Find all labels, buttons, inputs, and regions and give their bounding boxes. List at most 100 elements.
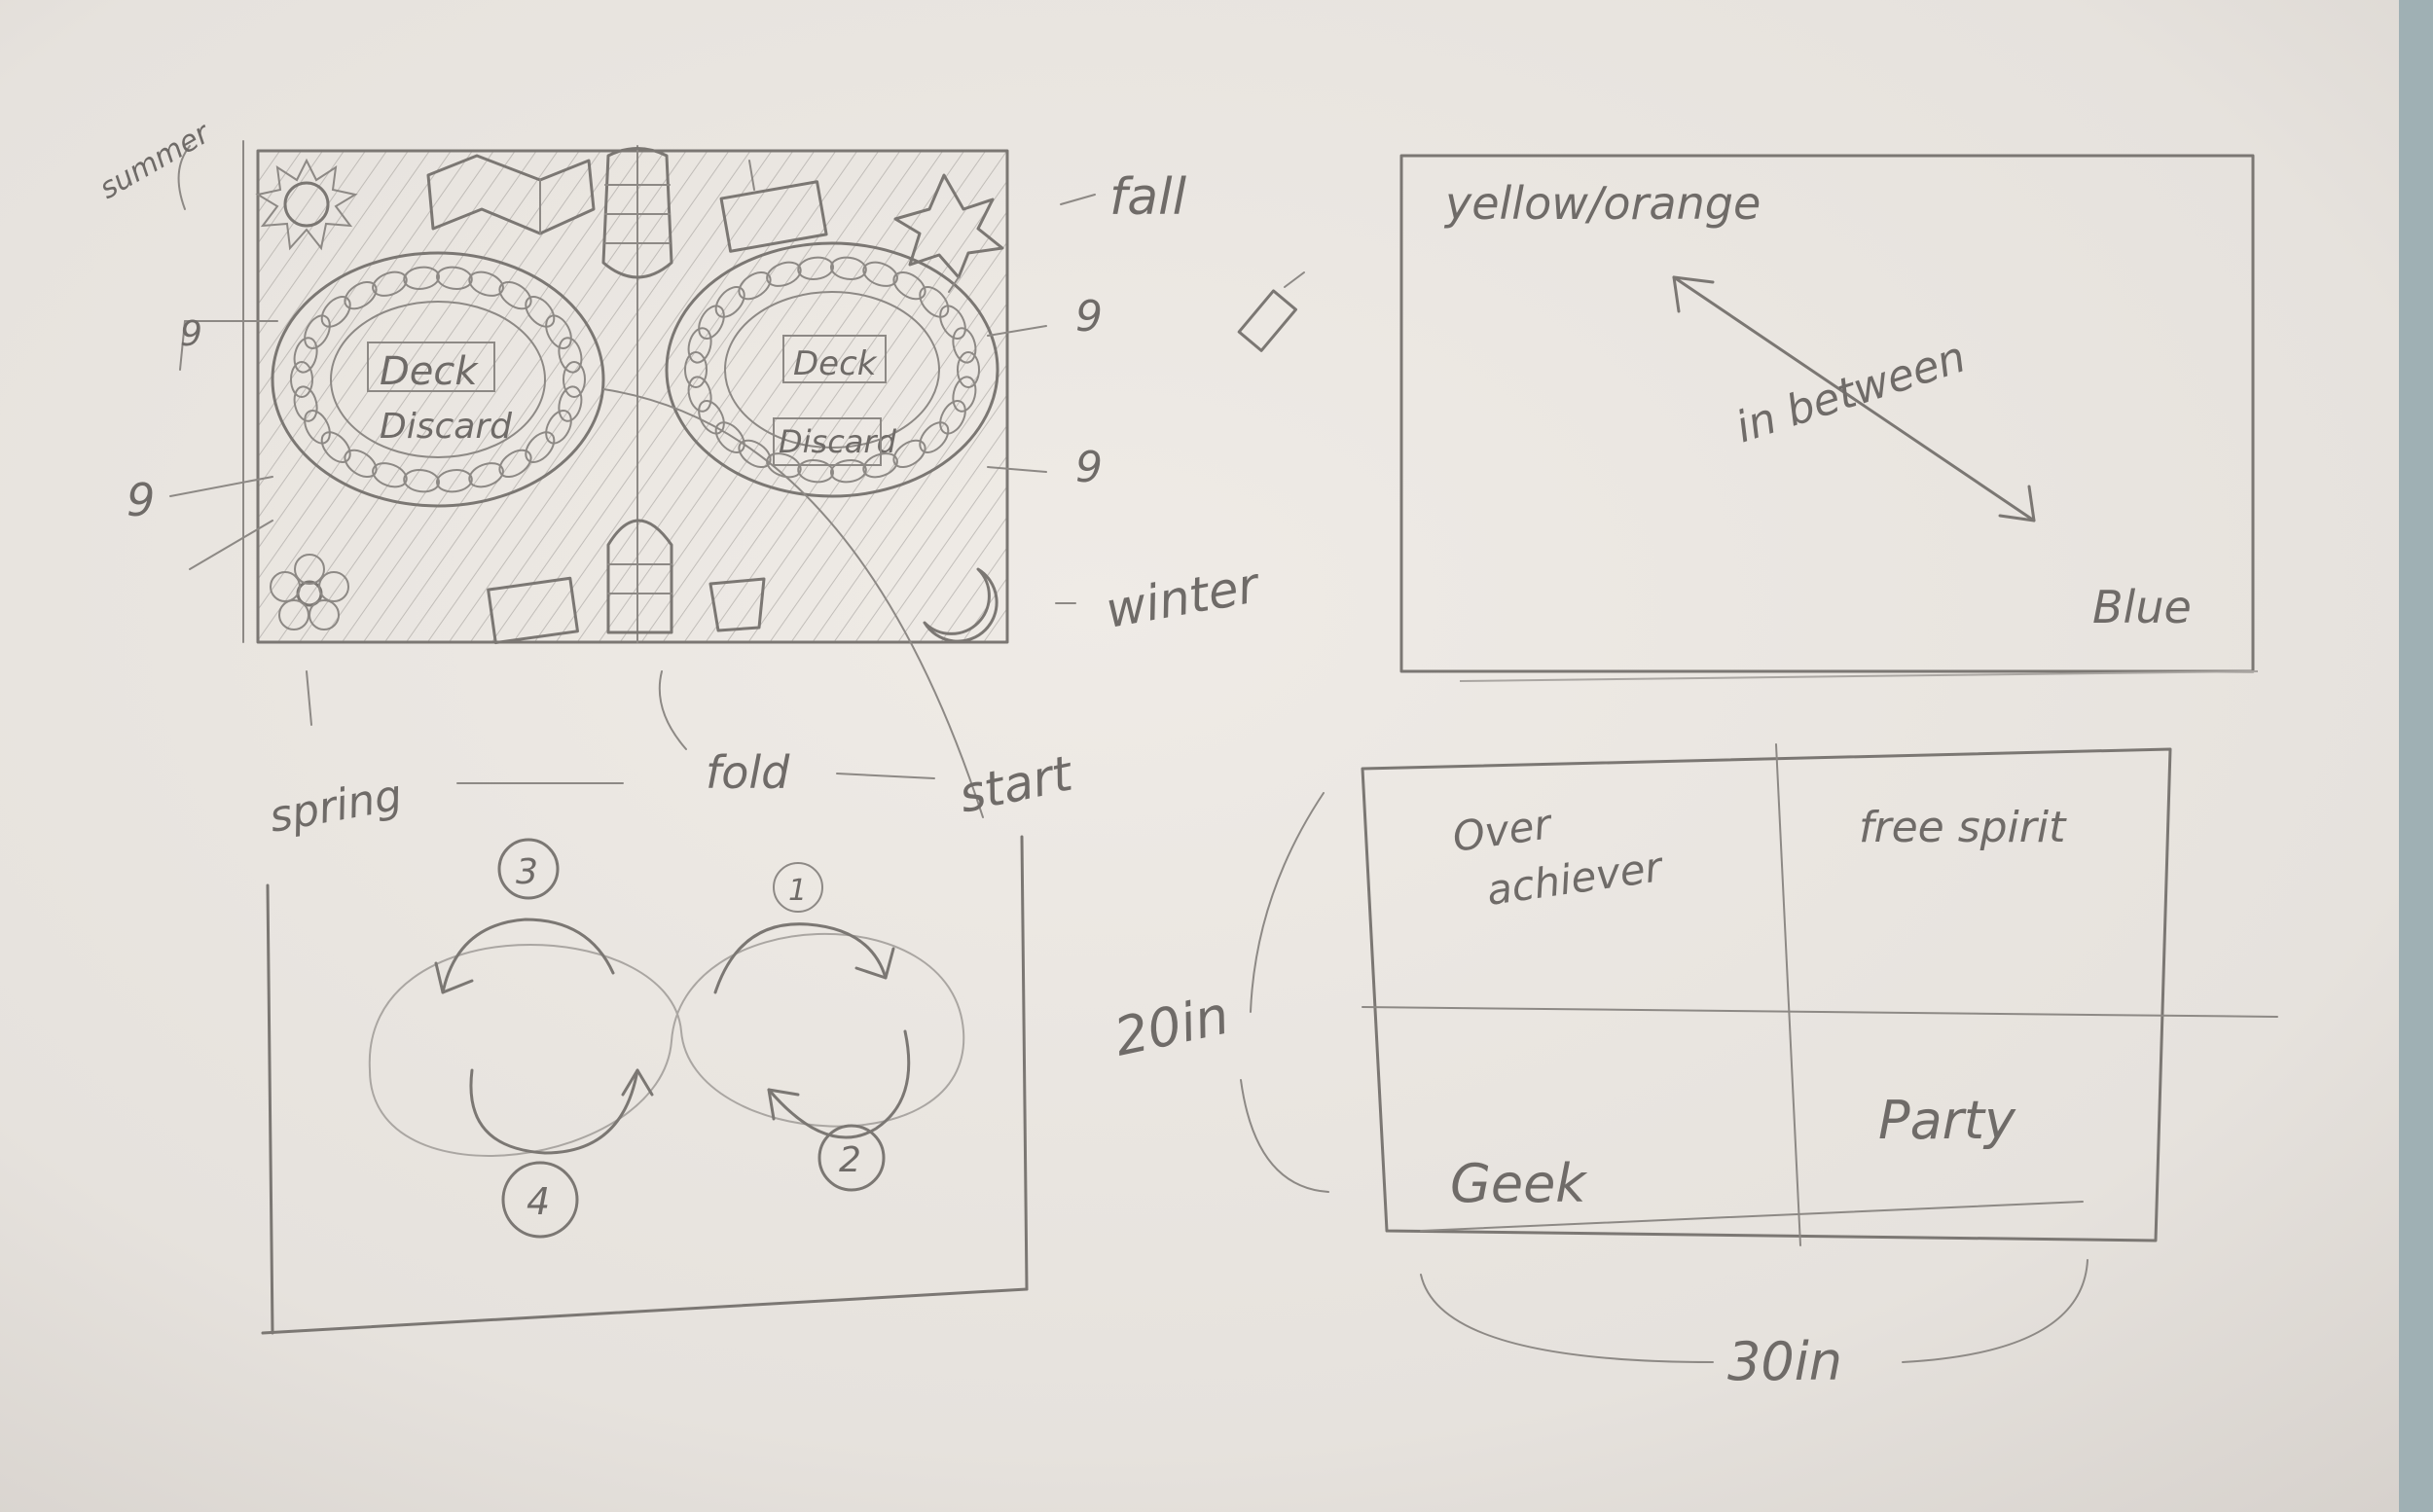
track-space (403, 266, 441, 290)
track-space (862, 261, 898, 287)
track-space (957, 351, 980, 388)
track-space (892, 439, 926, 469)
track-space (498, 449, 532, 479)
track-space (498, 280, 532, 310)
track-space (344, 280, 378, 310)
path-arrow-4 (469, 1068, 639, 1155)
track-space (766, 452, 802, 479)
tv-icon (487, 576, 579, 645)
sun-icon (255, 158, 358, 251)
book-icon (426, 154, 596, 235)
track-space (435, 266, 473, 290)
track-space (919, 286, 950, 318)
track-space (403, 469, 441, 493)
fall-label: fall (1109, 168, 1187, 227)
fold-label: fold (706, 746, 790, 799)
paper-edge (2399, 0, 2433, 1512)
track-space (687, 327, 712, 364)
track-space (344, 449, 378, 479)
track-space (320, 296, 351, 328)
track-space (687, 376, 712, 413)
hive-bottom-icon (606, 519, 673, 634)
track-space (290, 361, 313, 398)
radio-icon (719, 160, 828, 253)
track-space (939, 400, 966, 435)
right-deck-label: Deck (793, 344, 878, 383)
quadrant-vertical-divider (1775, 743, 1801, 1246)
quadrant-geek: Geek (1450, 1153, 1588, 1214)
quadrant-outline (1361, 747, 2172, 1242)
track-space (435, 469, 473, 493)
path-arrow-3 (441, 918, 615, 994)
moon-icon (923, 567, 999, 643)
track-space (525, 296, 556, 328)
quadrant-party: Party (1878, 1090, 2016, 1151)
gradient-arrow (1672, 275, 2036, 522)
track-space (563, 361, 586, 398)
step-circle-3 (497, 838, 560, 900)
path-arrow-1 (713, 922, 888, 994)
track-space (320, 431, 351, 463)
flower-icon (270, 554, 349, 630)
right-discard-label: Discard (779, 423, 897, 460)
track-space (698, 400, 725, 435)
track-space (545, 410, 572, 445)
color-sketch-outline (1399, 154, 2255, 673)
step-number-1: 1 (788, 874, 807, 908)
track-space (558, 337, 583, 374)
step-number-2: 2 (839, 1140, 861, 1180)
width-label: 30in (1727, 1331, 1842, 1392)
cup-icon (708, 577, 766, 632)
left-count-top: 9 (180, 314, 202, 354)
track-space (797, 256, 835, 280)
leaf-icon (893, 173, 1004, 293)
path-arrow-2 (767, 1029, 911, 1139)
track-space (304, 314, 331, 349)
track-space (525, 431, 556, 463)
track-space (293, 337, 318, 374)
track-space (558, 385, 583, 422)
blue-label: Blue (2092, 581, 2192, 633)
track-space (468, 462, 504, 488)
track-space (468, 270, 504, 297)
track-space (545, 314, 572, 349)
step-number-4: 4 (527, 1180, 550, 1223)
track-space (372, 462, 408, 488)
track-space (714, 286, 745, 318)
track-space (892, 270, 926, 301)
track-space (372, 270, 408, 297)
track-space (797, 459, 835, 484)
track-space (698, 305, 725, 340)
quadrant-free-spirit: free spirit (1859, 803, 2067, 852)
track-space (738, 270, 772, 301)
right-count-bottom: 9 (1075, 443, 1103, 492)
track-space (952, 376, 977, 413)
infinity-path (368, 933, 965, 1157)
track-space (293, 385, 318, 422)
yellow-orange-label: yellow/orange (1443, 177, 1761, 230)
left-count-bottom: 9 (127, 474, 155, 526)
step-number-3: 3 (516, 852, 538, 892)
quadrant-horizontal-divider (1362, 1006, 2278, 1018)
track-space (684, 351, 708, 388)
step-circle-4 (501, 1161, 579, 1239)
step-circle-2 (817, 1124, 886, 1192)
track-space (952, 327, 977, 364)
track-space (862, 452, 898, 479)
track-space (714, 421, 745, 453)
track-space (829, 256, 867, 280)
board-outline (256, 149, 1009, 644)
track-space (829, 459, 867, 484)
left-discard-label: Discard (380, 407, 513, 447)
left-deck-label: Deck (380, 349, 479, 394)
path-sketch: 3 1 4 2 (261, 835, 1029, 1335)
step-circle-1 (773, 862, 823, 913)
track-space (919, 421, 950, 453)
track-space (766, 261, 802, 287)
paddle-icon (1237, 271, 1305, 352)
hive-top-icon (601, 147, 673, 279)
right-count-top: 9 (1075, 292, 1103, 342)
track-space (939, 305, 966, 340)
infinity-track (271, 241, 999, 508)
